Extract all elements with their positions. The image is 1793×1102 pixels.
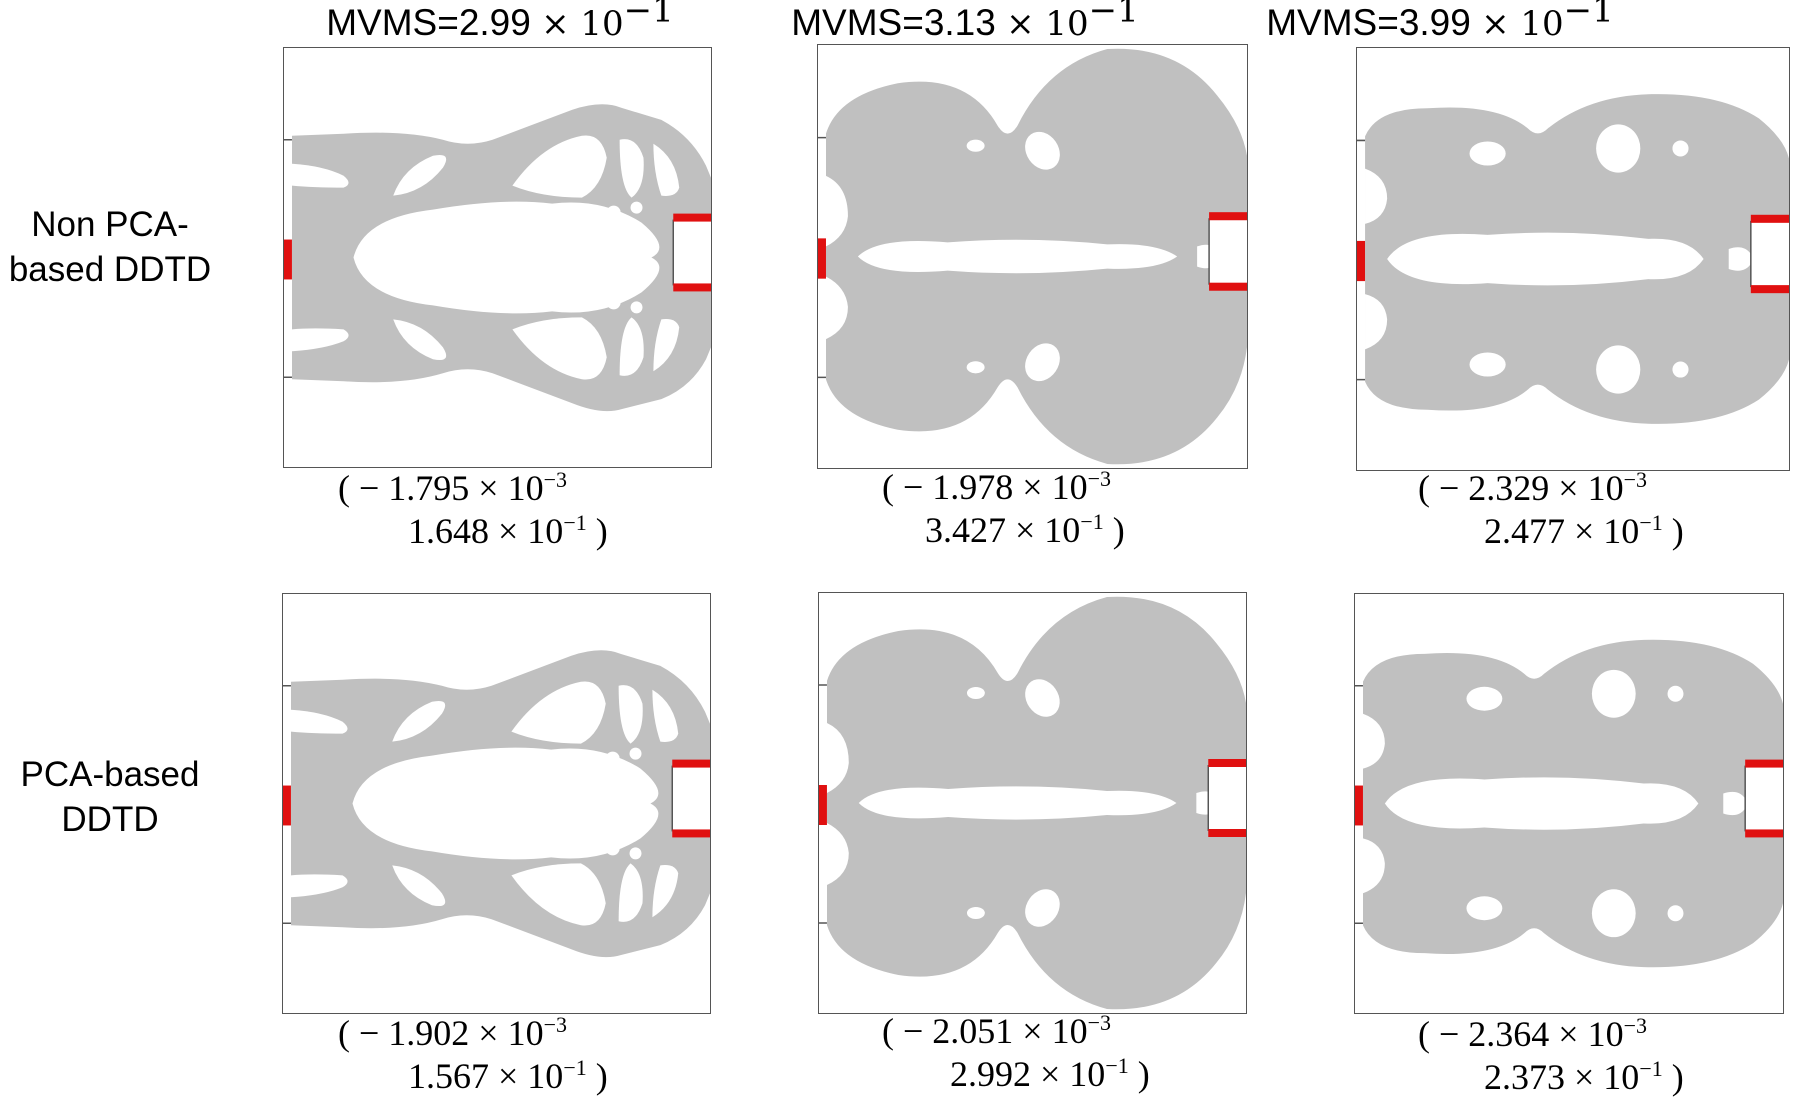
topology-panel-non-pca-1 (283, 47, 712, 468)
topology-figure (818, 45, 1247, 468)
caption-value-2: 1.567 × 10 (408, 1056, 564, 1096)
caption-close: ) (1662, 511, 1684, 551)
mvms-value: 3.99 (1398, 2, 1471, 43)
caption-pca-2: ( − 2.051 × 10−3 2.992 × 10−1 ) (882, 1010, 1312, 1096)
row-label-line: Non PCA- (31, 205, 189, 244)
caption-value-1: ( − 2.364 × 10 (1418, 1014, 1624, 1054)
caption-exponent: −1 (563, 1055, 587, 1080)
mvms-exponent: −1 (623, 0, 674, 31)
caption-exponent: −3 (1087, 466, 1112, 491)
row-label-line: based DDTD (8, 250, 212, 289)
caption-exponent: −1 (563, 510, 587, 535)
row-label-pca: PCA-based DDTD (0, 752, 220, 842)
caption-non-pca-2: ( − 1.978 × 10−3 3.427 × 10−1 ) (882, 466, 1312, 552)
caption-close: ) (1128, 1054, 1150, 1094)
topology-panel-non-pca-2 (817, 44, 1248, 469)
caption-value-1: ( − 1.978 × 10 (882, 467, 1088, 507)
row-label-non-pca: Non PCA- based DDTD (0, 202, 220, 292)
caption-value-1: ( − 1.795 × 10 (338, 468, 544, 508)
caption-non-pca-1: ( − 1.795 × 10−3 1.648 × 10−1 ) (338, 467, 768, 553)
topology-figure (1357, 48, 1789, 470)
caption-close: ) (1103, 510, 1125, 550)
topology-figure (284, 48, 711, 467)
caption-value-2: 1.648 × 10 (408, 511, 564, 551)
column-title-1: MVMS=2.99 × 10−1 (220, 0, 780, 44)
topology-panel-pca-1 (282, 593, 711, 1014)
topology-figure (283, 594, 710, 1013)
caption-exponent: −1 (1639, 1056, 1663, 1081)
caption-non-pca-3: ( − 2.329 × 10−3 2.477 × 10−1 ) (1418, 467, 1793, 553)
caption-value-2: 2.373 × 10 (1484, 1057, 1640, 1097)
column-title-2: MVMS=3.13 × 10−1 (685, 0, 1245, 44)
mvms-value: 2.99 (458, 2, 531, 43)
mvms-prefix: MVMS= (1266, 2, 1399, 43)
topology-panel-pca-3 (1354, 593, 1784, 1014)
caption-value-1: ( − 2.051 × 10 (882, 1011, 1088, 1051)
mvms-exponent: −1 (1563, 0, 1614, 31)
caption-exponent: −1 (1080, 509, 1104, 534)
caption-value-2: 3.427 × 10 (925, 510, 1081, 550)
mvms-value: 3.13 (923, 2, 996, 43)
mvms-power: × 10 (1006, 4, 1089, 44)
row-label-line: DDTD (61, 800, 159, 839)
mvms-power: × 10 (1481, 4, 1564, 44)
row-label-line: PCA-based (20, 755, 200, 794)
caption-exponent: −3 (543, 1012, 568, 1037)
caption-exponent: −3 (1623, 467, 1648, 492)
column-title-3: MVMS=3.99 × 10−1 (1160, 0, 1720, 44)
caption-exponent: −3 (543, 467, 568, 492)
caption-value-2: 2.992 × 10 (950, 1054, 1106, 1094)
mvms-exponent: −1 (1088, 0, 1139, 31)
caption-value-1: ( − 2.329 × 10 (1418, 468, 1624, 508)
caption-exponent: −1 (1105, 1053, 1129, 1078)
caption-close: ) (586, 1056, 608, 1096)
caption-exponent: −3 (1623, 1013, 1648, 1038)
caption-pca-1: ( − 1.902 × 10−3 1.567 × 10−1 ) (338, 1012, 768, 1098)
topology-figure (1355, 594, 1783, 1013)
topology-panel-non-pca-3 (1356, 47, 1790, 471)
mvms-prefix: MVMS= (326, 2, 459, 43)
caption-exponent: −1 (1639, 510, 1663, 535)
mvms-prefix: MVMS= (791, 2, 924, 43)
caption-close: ) (586, 511, 608, 551)
caption-value-2: 2.477 × 10 (1484, 511, 1640, 551)
caption-close: ) (1662, 1057, 1684, 1097)
caption-value-1: ( − 1.902 × 10 (338, 1013, 544, 1053)
caption-pca-3: ( − 2.364 × 10−3 2.373 × 10−1 ) (1418, 1013, 1793, 1099)
topology-figure (819, 593, 1246, 1013)
caption-exponent: −3 (1087, 1010, 1112, 1035)
topology-panel-pca-2 (818, 592, 1247, 1014)
mvms-power: × 10 (541, 4, 624, 44)
